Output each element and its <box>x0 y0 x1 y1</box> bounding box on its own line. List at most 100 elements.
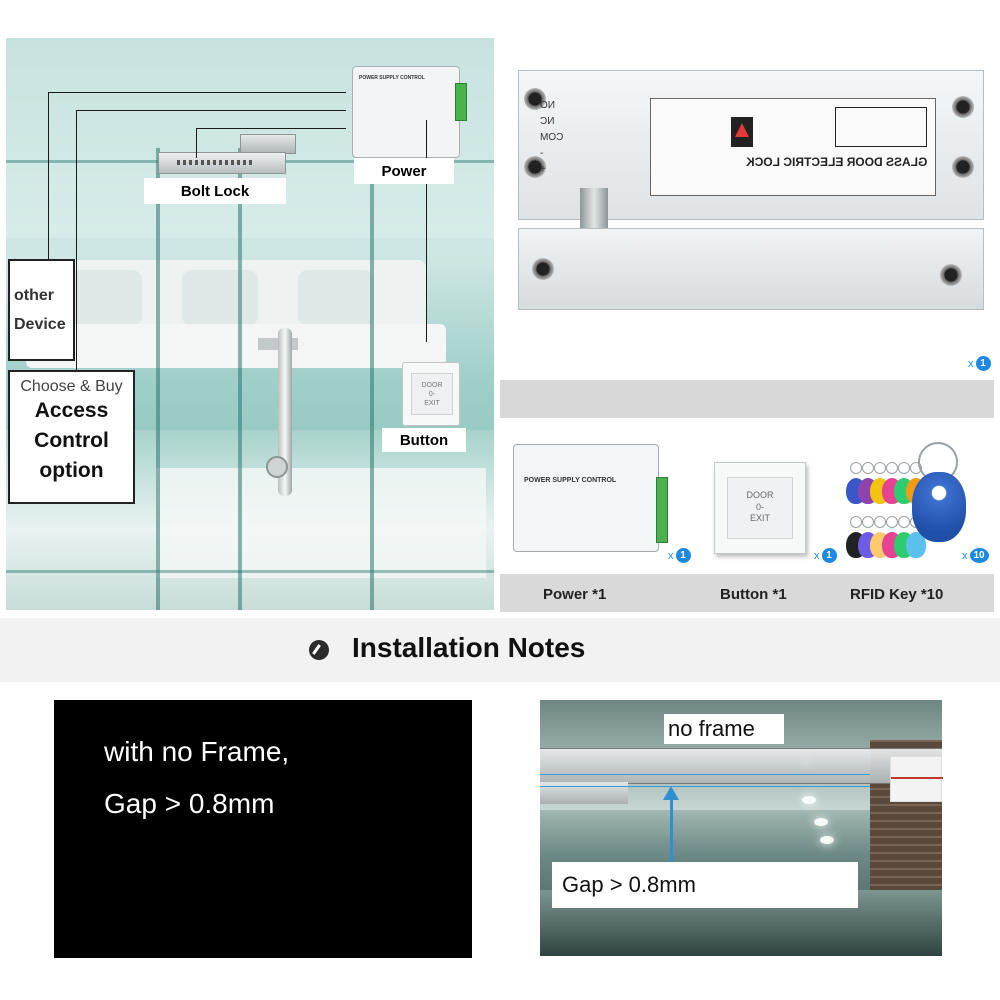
wire <box>426 120 427 342</box>
lock-photo-footer <box>500 380 994 418</box>
button-label: Button <box>382 428 466 452</box>
rfid-ring-icon <box>886 462 898 474</box>
exit-text-door: DOOR <box>746 490 774 500</box>
button-item-label: Button *1 <box>720 586 787 603</box>
scene-cushion <box>66 270 142 326</box>
installation-notes-title: Installation Notes <box>352 632 586 663</box>
screw-icon <box>524 88 546 110</box>
no-frame-note-line1: with no Frame, <box>104 736 290 767</box>
other-device-line2: Device <box>14 316 66 333</box>
wire <box>76 110 346 111</box>
screw-icon <box>532 258 554 280</box>
rfid-item-label: RFID Key *10 <box>850 586 944 603</box>
wire <box>196 128 346 129</box>
lock-label-title: GLASS DOOR ELECTRIC LOCK <box>745 155 927 169</box>
exit-text-door: DOOR <box>421 382 443 389</box>
glass-bottom-rail <box>6 570 494 573</box>
exit-key-icon: 0- <box>755 501 764 512</box>
glass-edge <box>238 148 242 610</box>
exit-text-exit: EXIT <box>749 513 770 524</box>
scene-sofa-seat <box>26 324 446 368</box>
installed-lock-bolt <box>540 782 628 804</box>
screw-icon <box>952 96 974 118</box>
pin-label: + <box>540 164 546 175</box>
power-supply-unit: POWER SUPPLY CONTROL <box>352 66 467 158</box>
rfid-ring-icon <box>862 516 874 528</box>
bolt-lock-device <box>158 152 286 174</box>
installation-notes-band <box>0 618 1000 682</box>
up-arrow-icon <box>663 786 679 800</box>
rfid-ring-icon <box>898 516 910 528</box>
glass-edge <box>370 148 374 610</box>
screw-icon <box>952 156 974 178</box>
rfid-ring-icon <box>886 516 898 528</box>
other-device-box: other Device <box>8 259 75 361</box>
exit-button-face: DOOR 0- EXIT <box>727 477 793 539</box>
qty-prefix: x <box>968 357 974 370</box>
accessories-label-bar <box>500 574 994 612</box>
psu-terminal-block <box>455 83 467 121</box>
corridor-side-detail <box>890 756 943 802</box>
lock-product-photo: GLASS DOOR ELECTRIC LOCK NO NC COM - + x… <box>500 38 994 418</box>
exit-button-device: DOOR 0- EXIT <box>402 362 460 426</box>
scene-cushion <box>298 270 374 326</box>
gap-guide-line <box>540 786 870 787</box>
exit-button-face: DOOR 0- EXIT <box>411 373 453 415</box>
power-label: Power <box>354 158 454 184</box>
pin-icon <box>309 640 329 660</box>
door-lock-knob <box>266 456 288 478</box>
wire <box>196 128 197 158</box>
power-item-label: Power *1 <box>543 586 607 603</box>
lock-strike-plate <box>518 228 984 310</box>
ceiling-light-icon <box>814 818 828 826</box>
warning-icon <box>731 117 753 147</box>
psu-title: POWER SUPPLY CONTROL <box>359 75 425 81</box>
gap-label: Gap > 0.8mm <box>552 862 858 908</box>
rfid-ring-icon <box>898 462 910 474</box>
lock-label-plate: GLASS DOOR ELECTRIC LOCK <box>650 98 936 196</box>
lock-spec-box <box>835 107 927 147</box>
qty-badge: 1 <box>675 548 691 563</box>
pin-label: NC <box>540 116 555 127</box>
bolt-lock-label: Bolt Lock <box>144 178 286 204</box>
pin-label: - <box>540 148 544 159</box>
glass-door-scene: POWER SUPPLY CONTROL DOOR 0- EXIT <box>6 38 494 610</box>
wire <box>48 92 49 260</box>
access-line3: option <box>39 459 104 482</box>
qty-badge: 1 <box>975 356 991 371</box>
door-handle <box>278 328 292 496</box>
scene-rug <box>156 468 486 578</box>
rfid-ring-icon <box>874 462 886 474</box>
exit-text-exit: EXIT <box>424 399 440 407</box>
pin-label: COM <box>540 132 564 143</box>
ceiling-light-icon <box>802 796 816 804</box>
qty-badge: 10 <box>969 548 989 563</box>
access-control-box: Choose & Buy Access Control option <box>8 370 135 504</box>
scene-cushion <box>182 270 258 326</box>
installed-lock-strip <box>540 748 942 784</box>
rfid-ring-icon <box>850 462 862 474</box>
ceiling-light-icon <box>820 836 834 844</box>
exit-key-icon: 0- <box>428 390 436 398</box>
no-frame-note-line2: Gap > 0.8mm <box>104 788 275 819</box>
lock-pin-list: NO NC COM - + <box>540 98 610 178</box>
rfid-key-icon <box>912 472 966 542</box>
qty-badge: 1 <box>821 548 837 563</box>
psu-product-title: POWER SUPPLY CONTROL <box>524 477 617 484</box>
up-arrow-shaft <box>670 796 673 866</box>
gap-guide-line <box>540 774 870 775</box>
psu-terminal-block <box>656 477 668 543</box>
access-line2: Control <box>34 429 109 452</box>
pin-label: NO <box>540 100 555 111</box>
rfid-ring-icon <box>850 516 862 528</box>
qty-prefix: x <box>668 549 674 562</box>
bolt-strike-plate <box>240 134 296 154</box>
qty-prefix: x <box>814 549 820 562</box>
choose-buy-text: Choose & Buy <box>20 378 123 395</box>
screw-icon <box>940 264 962 286</box>
other-device-line1: other <box>14 287 54 304</box>
